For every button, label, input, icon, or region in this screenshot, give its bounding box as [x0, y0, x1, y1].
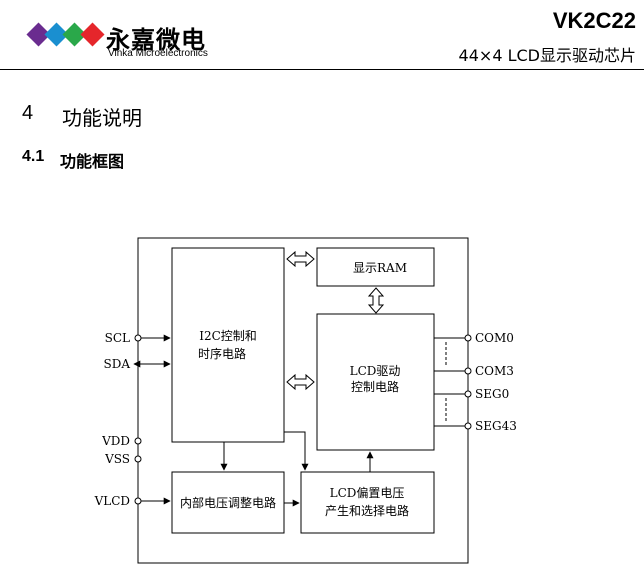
pin-seg43: SEG43	[434, 419, 517, 433]
bias-block: LCD偏置电压 产生和选择电路	[300, 471, 435, 534]
logo-diamonds	[26, 22, 105, 47]
logo-diamond-red	[80, 22, 105, 47]
part-subtitle: 44×4 LCD显示驱动芯片	[458, 46, 636, 65]
ram-block-label: 显示RAM	[353, 261, 407, 275]
logo-diamond-blue	[44, 22, 69, 47]
voltage-regulator-label: 内部电压调整电路	[180, 495, 276, 510]
pin-com3-label: COM3	[475, 364, 514, 378]
pin-vdd: VDD	[101, 434, 142, 448]
i2c-lcd-double-arrow-icon	[286, 373, 315, 391]
bias-block-label-line2: 产生和选择电路	[325, 503, 409, 518]
bias-block-box	[300, 471, 435, 534]
i2c-ram-double-arrow-icon	[286, 250, 315, 268]
pin-vlcd-label: VLCD	[94, 494, 130, 508]
pin-sda: SDA	[103, 357, 171, 371]
pin-com3: COM3	[434, 364, 514, 378]
subsection-title: 功能框图	[60, 152, 125, 171]
pin-com0-label: COM0	[475, 331, 514, 345]
chip-outline	[137, 237, 469, 564]
pin-scl-terminal	[134, 334, 142, 342]
ram-block: 显示RAM	[316, 247, 435, 287]
i2c-block-box	[171, 247, 285, 443]
pin-com0-terminal	[464, 334, 472, 342]
lcd-driver-block: LCD驱动 控制电路	[316, 313, 435, 451]
header-divider	[0, 69, 644, 70]
pin-scl: SCL	[105, 331, 171, 345]
pin-seg43-terminal	[464, 422, 472, 430]
pin-vdd-terminal	[134, 437, 142, 445]
brand-name-cn: 永嘉微电	[106, 26, 206, 54]
lcd-driver-block-box	[316, 313, 435, 451]
pin-com3-terminal	[464, 367, 472, 375]
subsection-number: 4.1	[22, 148, 45, 165]
pin-sda-label: SDA	[103, 357, 130, 371]
section-title: 功能说明	[62, 106, 142, 130]
lcd-driver-label-line1: LCD驱动	[350, 364, 401, 378]
part-number: VK2C22	[552, 8, 636, 33]
pin-vlcd-terminal	[134, 497, 142, 505]
voltage-regulator-block: 内部电压调整电路	[171, 471, 285, 534]
i2c-to-bias-arrow	[284, 431, 309, 471]
pin-seg0-label: SEG0	[475, 387, 509, 401]
logo-diamond-purple	[26, 22, 51, 47]
ram-block-box	[316, 247, 435, 287]
pin-vss: VSS	[104, 452, 142, 466]
i2c-block-label-line2: 时序电路	[198, 346, 246, 361]
pin-vdd-label: VDD	[101, 434, 130, 448]
pin-vlcd: VLCD	[94, 494, 171, 508]
pin-seg0: SEG0	[434, 387, 509, 401]
pin-scl-label: SCL	[105, 331, 130, 345]
ram-lcd-double-arrow-icon	[367, 287, 385, 314]
logo-diamond-green	[62, 22, 87, 47]
pin-vss-terminal	[134, 455, 142, 463]
pin-vss-label: VSS	[104, 452, 130, 466]
i2c-block-label-line1: I2C控制和	[199, 329, 257, 343]
brand-name-en: Vinka Microelectronics	[108, 48, 208, 59]
lcd-driver-label-line2: 控制电路	[351, 379, 399, 394]
section-number: 4	[22, 102, 34, 124]
bias-block-label-line1: LCD偏置电压	[330, 485, 405, 500]
pin-com0: COM0	[434, 331, 514, 345]
i2c-block: I2C控制和 时序电路	[171, 247, 285, 443]
pin-seg43-label: SEG43	[475, 419, 517, 433]
vinka-logo-icon	[26, 22, 105, 47]
pin-seg0-terminal	[464, 390, 472, 398]
